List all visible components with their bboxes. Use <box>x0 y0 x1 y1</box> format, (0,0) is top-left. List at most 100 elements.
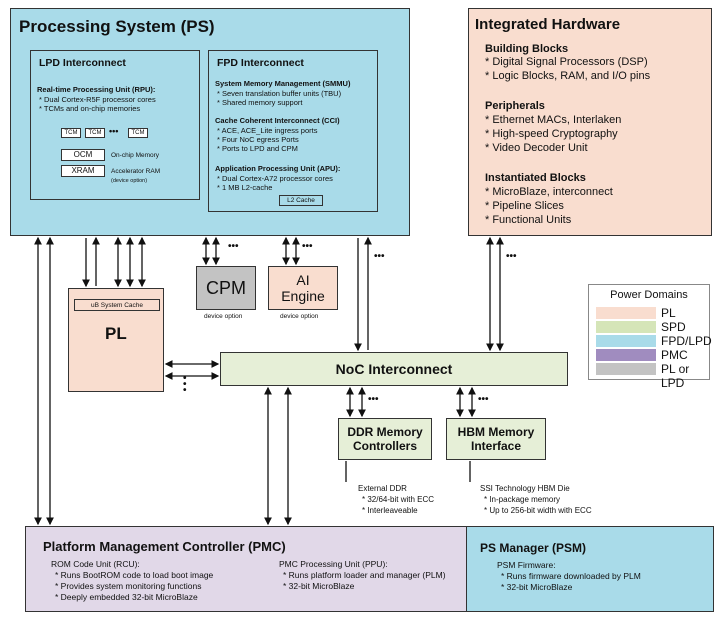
noc-interconnect-block: NoC Interconnect <box>220 352 568 386</box>
rpu-line-1: * Dual Cortex-R5F processor cores <box>39 95 156 104</box>
fpd-interconnect-block: FPD Interconnect System Memory Managemen… <box>208 50 378 212</box>
tcm-box-2: TCM <box>85 128 105 138</box>
cpm-label: CPM <box>206 277 246 298</box>
ddr-label-line-1: DDR Memory <box>347 425 423 439</box>
ub-system-cache-box: uB System Cache <box>74 299 160 311</box>
cpm-block: CPM <box>196 266 256 310</box>
ddr-memory-controllers-block: DDR Memory Controllers <box>338 418 432 460</box>
hbm-desc-line-2: * Up to 256-bit width with ECC <box>484 506 592 515</box>
apu-title: Application Processing Unit (APU): <box>215 164 341 173</box>
legend-swatch-fpd-lpd <box>596 335 656 347</box>
ih-title: Integrated Hardware <box>475 16 621 33</box>
ih-item: * Video Decoder Unit <box>485 142 588 154</box>
cci-line-3: * Ports to LPD and CPM <box>217 144 298 153</box>
psm-fw-line-1: * Runs firmware downloaded by PLM <box>501 571 641 581</box>
tcm-box-3: TCM <box>128 128 148 138</box>
psm-fw-line-2: * 32-bit MicroBlaze <box>501 582 573 592</box>
tcm-box-1: TCM <box>61 128 81 138</box>
smmu-title: System Memory Management (SMMU) <box>215 79 351 88</box>
apu-line-2: * 1 MB L2-cache <box>217 183 273 192</box>
psm-title: PS Manager (PSM) <box>480 541 587 555</box>
ih-item: * Logic Blocks, RAM, and I/O pins <box>485 70 651 82</box>
legend-swatch-pl <box>596 307 656 319</box>
rpu-title: Real-time Processing Unit (RPU): <box>37 85 156 94</box>
ai-engine-block: AI Engine <box>268 266 338 310</box>
ih-item: * Functional Units <box>485 214 572 226</box>
ih-item: * MicroBlaze, interconnect <box>485 186 613 198</box>
platform-management-controller-block: Platform Management Controller (PMC) ROM… <box>25 526 467 612</box>
psm-fw-title: PSM Firmware: <box>497 560 556 570</box>
xram-description: Accelerator RAM <box>111 168 161 175</box>
hbm-label-line-2: Interface <box>470 439 522 453</box>
lpd-title: LPD Interconnect <box>39 57 126 69</box>
xram-note: (device option) <box>111 178 148 184</box>
noc-label: NoC Interconnect <box>335 361 453 377</box>
legend-swatch-spd <box>596 321 656 333</box>
cci-line-2: * Four NoC egress Ports <box>217 135 299 144</box>
legend-label-fpd-lpd: FPD/LPD <box>661 334 712 348</box>
legend-label-spd: SPD <box>661 320 686 334</box>
ppu-line-1: * Runs platform loader and manager (PLM) <box>283 570 446 580</box>
ih-item: * Ethernet MACs, Interlaken <box>485 114 622 126</box>
ub-system-cache-label: uB System Cache <box>90 301 144 309</box>
hbm-desc-title: SSI Technology HBM Die <box>480 484 570 493</box>
ih-item: * Pipeline Slices <box>485 200 564 212</box>
legend-swatch-pl-or-lpd <box>596 363 656 375</box>
hbm-memory-interface-block: HBM Memory Interface <box>446 418 546 460</box>
ellipsis-ih-noc: ••• <box>506 251 517 262</box>
ellipsis-pl-noc: ••• <box>183 373 187 396</box>
smmu-line-2: * Shared memory support <box>217 98 303 107</box>
pl-label: PL <box>105 324 127 343</box>
ai-label-line-1: AI <box>296 272 310 288</box>
ih-heading-peripherals: Peripherals <box>485 100 545 112</box>
ps-title: Processing System (PS) <box>19 17 215 36</box>
lpd-interconnect-block: LPD Interconnect Real-time Processing Un… <box>30 50 200 200</box>
tcm-ellipsis: ••• <box>109 126 119 136</box>
ppu-line-2: * 32-bit MicroBlaze <box>283 581 355 591</box>
hbm-label-line-1: HBM Memory <box>457 425 535 439</box>
legend-label-pl-or-lpd: PL or LPD <box>661 362 690 390</box>
ddr-label-line-2: Controllers <box>352 439 417 453</box>
ih-heading-building-blocks: Building Blocks <box>485 43 569 55</box>
cci-line-1: * ACE, ACE_Lite ingress ports <box>217 126 318 135</box>
rcu-line-2: * Provides system monitoring functions <box>55 581 202 591</box>
pmc-title: Platform Management Controller (PMC) <box>43 539 286 554</box>
ppu-title: PMC Processing Unit (PPU): <box>279 559 388 569</box>
ai-note: device option <box>280 313 319 320</box>
power-domains-legend: Power Domains PL SPD FPD/LPD PMC PL or L… <box>588 284 712 390</box>
fpd-title: FPD Interconnect <box>217 57 304 69</box>
legend-label-pl: PL <box>661 306 676 320</box>
cci-title: Cache Coherent Interconnect (CCI) <box>215 116 340 125</box>
rcu-line-3: * Deeply embedded 32-bit MicroBlaze <box>55 592 198 602</box>
rpu-line-2: * TCMs and on-chip memories <box>39 104 141 113</box>
ocm-description: On-chip Memory <box>111 152 160 159</box>
xram-box: XRAM <box>61 165 105 177</box>
rcu-title: ROM Code Unit (RCU): <box>51 559 140 569</box>
ellipsis-ddr: ••• <box>368 394 379 405</box>
ddr-desc-title: External DDR <box>358 484 407 493</box>
ellipsis-ai: ••• <box>302 241 313 252</box>
ddr-desc-line-1: * 32/64-bit with ECC <box>362 495 435 504</box>
ps-manager-block: PS Manager (PSM) PSM Firmware: * Runs fi… <box>466 526 714 612</box>
ellipsis-cpm: ••• <box>228 241 239 252</box>
hbm-desc-line-1: * In-package memory <box>484 495 561 504</box>
legend-label-pmc: PMC <box>661 348 688 362</box>
ellipsis-ps-noc: ••• <box>374 251 385 262</box>
rcu-line-1: * Runs BootROM code to load boot image <box>55 570 214 580</box>
legend-title: Power Domains <box>610 289 688 301</box>
apu-line-1: * Dual Cortex-A72 processor cores <box>217 174 333 183</box>
smmu-line-1: * Seven translation buffer units (TBU) <box>217 89 342 98</box>
ai-label-line-2: Engine <box>281 288 325 304</box>
ih-item: * Digital Signal Processors (DSP) <box>485 56 648 68</box>
ocm-box: OCM <box>61 149 105 161</box>
l2-cache-box: L2 Cache <box>279 195 323 206</box>
legend-swatch-pmc <box>596 349 656 361</box>
ih-heading-instantiated-blocks: Instantiated Blocks <box>485 172 586 184</box>
ih-item: * High-speed Cryptography <box>485 128 618 140</box>
ellipsis-hbm: ••• <box>478 394 489 405</box>
integrated-hardware-block: Integrated Hardware Building Blocks * Di… <box>468 8 712 236</box>
ddr-desc-line-2: * Interleaveable <box>362 506 418 515</box>
cpm-note: device option <box>204 313 243 320</box>
